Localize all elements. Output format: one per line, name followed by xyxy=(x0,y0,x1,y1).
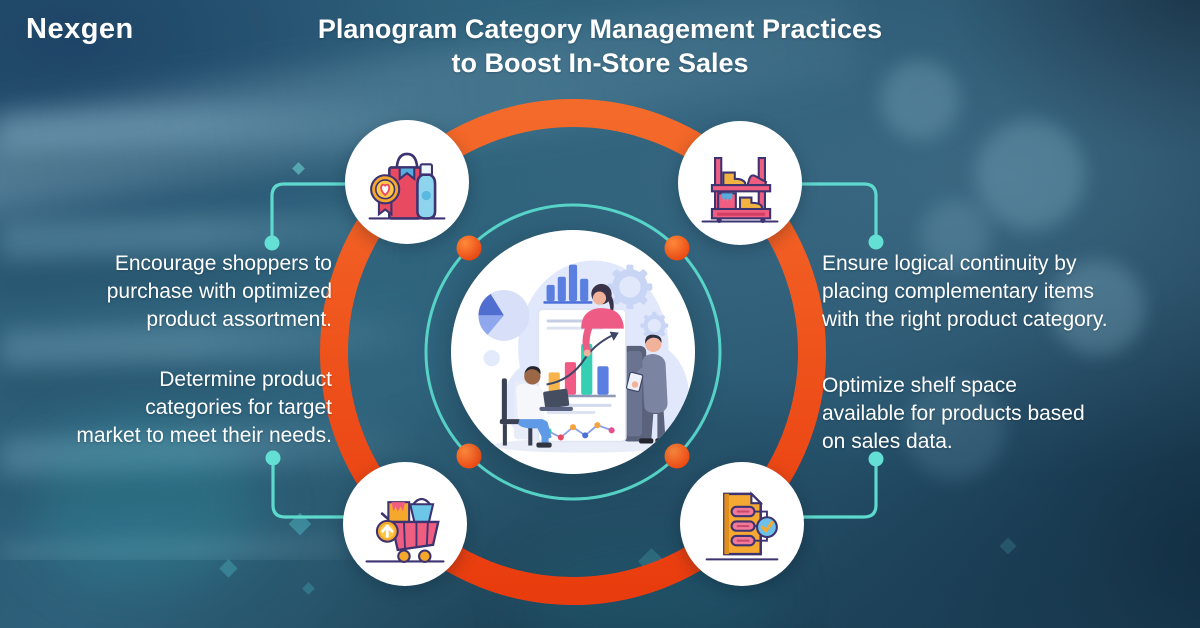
page-title: Planogram Category Management Practices … xyxy=(220,12,980,80)
sitting-man-figure xyxy=(499,366,573,448)
pie-chart xyxy=(478,289,530,367)
ring-dot xyxy=(456,235,482,261)
bokeh-dot xyxy=(920,200,990,270)
orange-ring xyxy=(320,99,826,605)
bokeh-dot xyxy=(880,60,960,140)
title-line-2: to Boost In-Store Sales xyxy=(451,48,749,78)
practice-text-shelf-space: Optimize shelf space available for produ… xyxy=(822,374,1085,453)
practice-text-optimized-assortment: Encourage shoppers to purchase with opti… xyxy=(106,252,332,331)
report-document xyxy=(537,308,627,443)
node-shelf-space xyxy=(680,462,804,586)
bokeh-dot xyxy=(1050,260,1145,355)
node-optimized-assortment xyxy=(345,120,469,244)
connector-lines xyxy=(270,182,878,519)
title-line-1: Planogram Category Management Practices xyxy=(317,14,883,44)
teal-ring xyxy=(424,203,722,501)
woman-figure xyxy=(581,283,624,357)
ring-dot xyxy=(456,443,482,469)
teal-glow xyxy=(30,420,260,590)
shopping-cart-icon xyxy=(365,497,445,563)
connector-dots xyxy=(264,234,884,467)
gift-bag-award-icon xyxy=(368,152,446,220)
ring-dot xyxy=(664,443,690,469)
bokeh-dot xyxy=(905,380,1005,480)
center-hub xyxy=(451,230,695,474)
node-target-categories xyxy=(343,462,467,586)
ring-dot xyxy=(664,235,690,261)
brand-logo: Nexgen xyxy=(26,13,134,45)
analytics-team-illustration xyxy=(451,230,695,474)
practice-text-target-categories: Determine product categories for target … xyxy=(76,368,332,447)
checklist-document-icon xyxy=(705,491,779,561)
node-logical-continuity xyxy=(678,121,802,245)
bokeh-dot xyxy=(975,120,1085,230)
gear-icon xyxy=(607,264,669,340)
bar-chart-small xyxy=(543,264,593,304)
shoe-rack-icon xyxy=(701,157,779,224)
practice-text-logical-continuity: Ensure logical continuity by placing com… xyxy=(822,252,1108,331)
